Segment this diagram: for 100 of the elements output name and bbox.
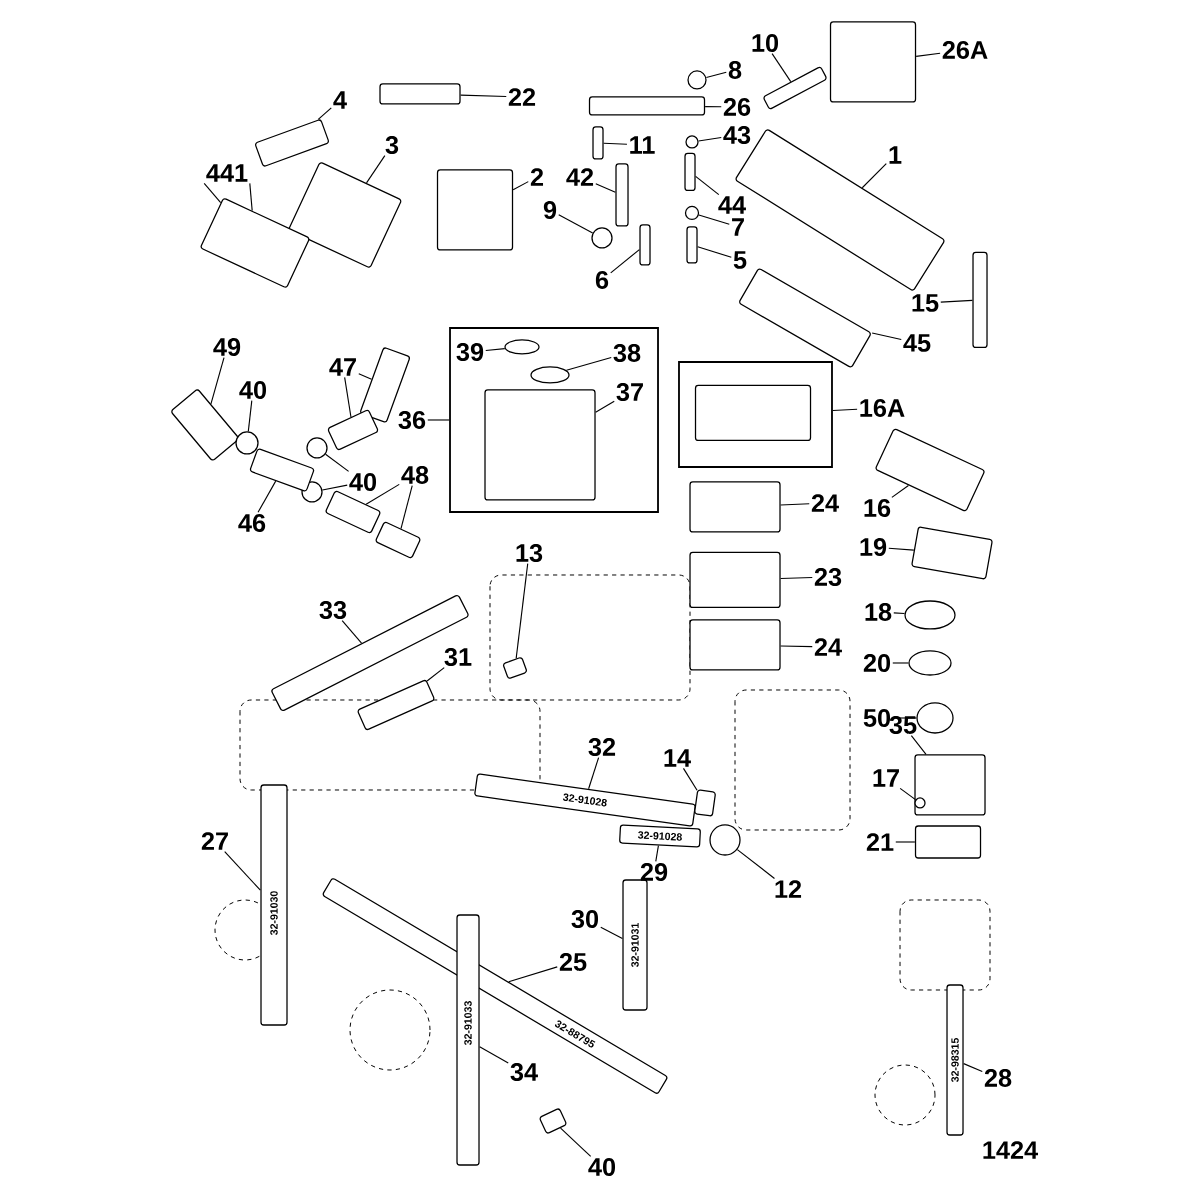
hose-part-number: 32-91028 <box>562 793 607 807</box>
callout-number: 9 <box>543 201 557 219</box>
callout-number: 38 <box>613 344 641 362</box>
inset-frame <box>678 361 833 468</box>
leader-line <box>224 850 261 891</box>
part-outline <box>504 339 540 355</box>
leader-line <box>780 645 813 648</box>
part-outline <box>588 96 706 116</box>
leader-line <box>341 620 363 644</box>
part-outline <box>946 984 964 1136</box>
part-outline <box>235 431 259 455</box>
part-outline <box>249 448 315 492</box>
callout-number: 26 <box>723 98 751 116</box>
leader-line <box>344 376 352 418</box>
callout-number: 3 <box>385 136 399 154</box>
part-outline <box>619 824 701 848</box>
leader-line <box>888 547 915 551</box>
part-outline <box>689 619 781 671</box>
callout-number: 18 <box>865 603 892 621</box>
callout-number: 4 <box>333 91 347 109</box>
leader-line <box>317 107 332 120</box>
leader-line <box>247 400 253 432</box>
callout-number: 24 <box>811 494 839 512</box>
callout-number: 50 <box>863 709 891 727</box>
leader-line <box>682 767 698 791</box>
callout-number: 8 <box>728 61 742 79</box>
callout-number: 46 <box>238 514 266 532</box>
part-outline <box>739 268 871 368</box>
part-outline <box>622 879 648 1011</box>
part-outline <box>686 226 698 264</box>
part-outline <box>474 773 696 827</box>
callout-number: 25 <box>559 953 587 971</box>
leader-line <box>893 612 906 615</box>
part-outline <box>908 650 952 676</box>
callout-number: 32 <box>588 738 616 756</box>
leader-line <box>595 400 615 413</box>
callout-number: 49 <box>213 338 241 356</box>
leader-line <box>512 181 529 191</box>
leader-line <box>610 249 640 274</box>
part-outline <box>200 198 310 288</box>
callout-number: 24 <box>814 638 842 656</box>
part-outline <box>914 825 982 859</box>
leader-line <box>325 453 350 472</box>
callout-number: 28 <box>984 1069 1012 1087</box>
callout-number: 37 <box>616 383 643 401</box>
leader-line <box>915 52 941 57</box>
leader-line <box>895 841 916 843</box>
part-outline <box>911 526 993 580</box>
hose-part-number: 32-91030 <box>270 891 278 936</box>
leader-line <box>600 926 623 939</box>
hose-part-number: 32-91028 <box>637 831 682 841</box>
callout-number: 20 <box>863 654 891 672</box>
part-outline <box>914 754 986 816</box>
part-outline <box>694 789 716 817</box>
callout-number: 15 <box>912 294 939 312</box>
part-outline <box>615 163 629 227</box>
callout-number: 47 <box>329 358 356 376</box>
leader-line <box>460 94 507 98</box>
callout-number: 21 <box>866 833 894 851</box>
callout-number: 40 <box>239 381 267 399</box>
callout-number: 31 <box>444 648 472 666</box>
part-outline <box>591 227 613 249</box>
part-outline <box>914 797 926 809</box>
part-outline <box>916 702 954 734</box>
leader-line <box>871 332 902 341</box>
callout-number: 7 <box>732 218 744 236</box>
leader-line <box>899 787 917 801</box>
leader-line <box>365 155 386 184</box>
callout-number: 12 <box>775 880 802 898</box>
leader-line <box>508 966 558 983</box>
part-outline <box>687 70 707 90</box>
callout-number: 45 <box>903 334 931 352</box>
leader-line <box>588 757 600 790</box>
callout-number: 36 <box>398 411 426 429</box>
part-outline <box>709 824 741 856</box>
leader-line <box>515 563 529 659</box>
part-outline <box>539 1108 567 1134</box>
part-outline <box>327 409 379 451</box>
leader-line <box>780 576 813 580</box>
part-outline <box>288 162 402 268</box>
leader-line <box>695 175 720 196</box>
callout-number: 48 <box>401 466 429 484</box>
leader-line <box>358 373 373 380</box>
hose-part-number: 32-91031 <box>631 923 639 968</box>
part-outline <box>436 169 514 251</box>
callout-number: 1 <box>889 146 902 164</box>
hose-part-number: 32-91033 <box>464 1001 472 1046</box>
callout-number: 19 <box>860 538 887 556</box>
part-outline <box>592 126 604 160</box>
part-outline <box>694 384 812 442</box>
callout-number: 40 <box>588 1158 616 1176</box>
callout-number: 13 <box>516 544 543 562</box>
leader-line <box>736 849 776 880</box>
leader-line <box>832 408 858 412</box>
leader-line <box>771 53 792 83</box>
leader-line <box>697 246 732 258</box>
figure-number: 1424 <box>983 1141 1038 1159</box>
inset-frame <box>449 327 659 513</box>
leader-line <box>780 503 810 506</box>
leader-line <box>595 183 616 193</box>
